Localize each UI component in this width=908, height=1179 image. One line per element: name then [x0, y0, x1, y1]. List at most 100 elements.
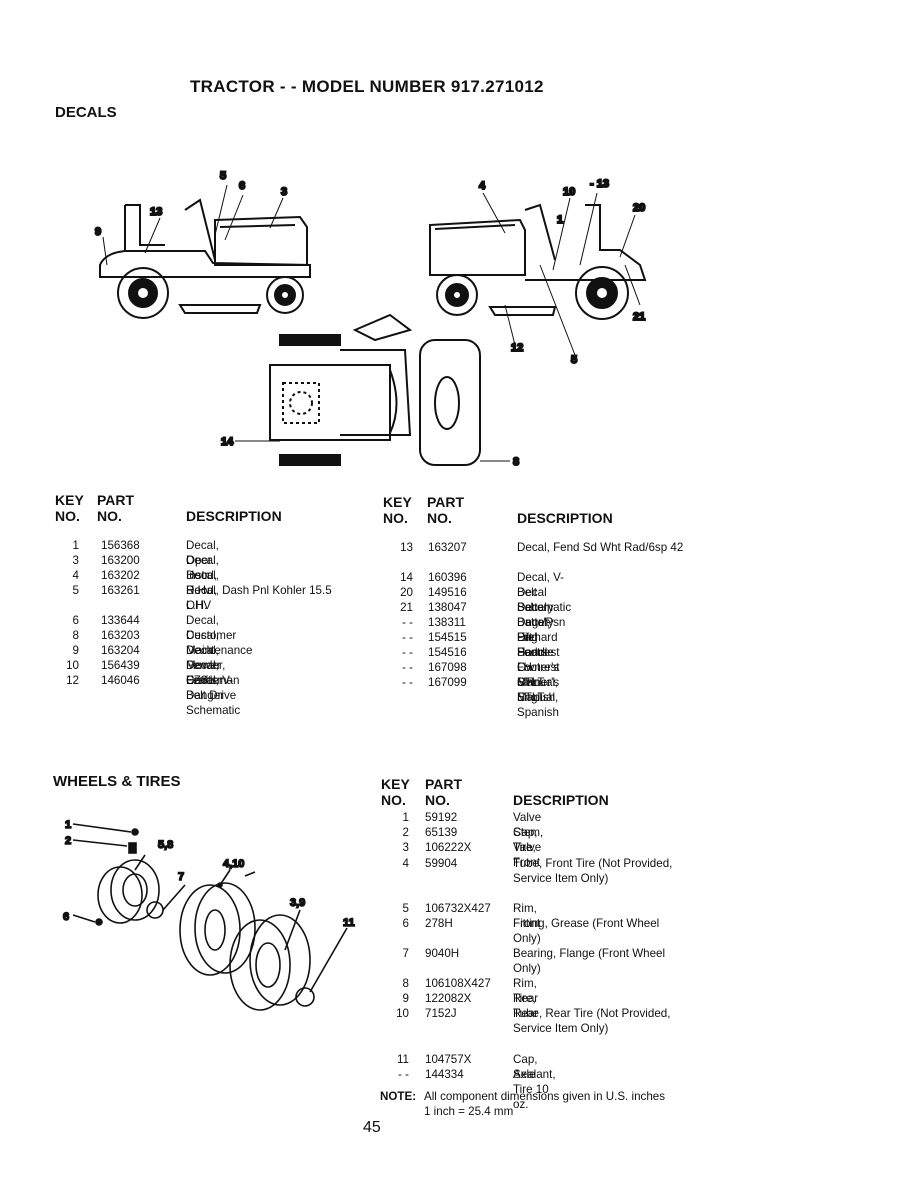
description: Tire, Front: [513, 841, 541, 869]
description: Cap, Axle: [513, 1053, 538, 1081]
page-number: 45: [363, 1119, 381, 1136]
description: Decal, Fender Danger: [186, 659, 225, 702]
part-no: 163261: [101, 584, 140, 597]
header-key: KEY: [383, 494, 412, 510]
part-no: 146046: [101, 674, 140, 687]
top-view-illustration: [235, 313, 510, 466]
diagram-label: 4: [479, 180, 486, 192]
part-no: 163204: [101, 644, 140, 657]
diagram-label: 2: [65, 835, 71, 847]
key-no: - -: [402, 646, 413, 659]
part-no: 156439: [101, 659, 140, 672]
description: Tube, Rear Tire (Not Provided, Service I…: [513, 1007, 671, 1035]
header-key-no: NO.: [55, 508, 80, 524]
part-no: 156368: [101, 539, 140, 552]
key-no: 3: [72, 554, 79, 567]
diagram-label: 6: [63, 911, 69, 923]
part-no: 163203: [101, 629, 140, 642]
part-no: 278H: [425, 917, 453, 930]
diagram-label: 5: [220, 170, 226, 182]
description: Decal, Fend Sd Wht Rad/6sp 42: [517, 541, 684, 554]
diagram-label: 11: [343, 917, 355, 929]
wheels-table: 1 59192 Valve Cap, Tire 2 65139 Stem, Va…: [381, 810, 701, 1111]
header-description: DESCRIPTION: [517, 510, 613, 526]
diagram-label: - 13: [590, 178, 609, 190]
part-no: 122082X: [425, 992, 472, 1005]
diagram-label: 10: [563, 186, 575, 198]
key-no: 14: [400, 571, 413, 584]
key-no: 11: [396, 1053, 409, 1066]
description: Fitting, Grease (Front Wheel Only): [513, 917, 660, 945]
key-no: 9: [402, 992, 409, 1005]
part-no: 65139: [425, 826, 458, 839]
description: Decal, Fender, Craftsman: [186, 644, 240, 687]
description: Decal, Dash Pnl Kohler 15.5 OHV: [186, 584, 332, 612]
description: Decal, Oper. Instr.: [186, 539, 219, 582]
diagram-label: 5,8: [158, 839, 173, 851]
part-no: 167098: [428, 661, 467, 674]
header-key: KEY: [381, 776, 410, 792]
key-no: - -: [402, 676, 413, 689]
diagram-label: 6: [239, 180, 245, 192]
diagram-label: 4,10: [223, 858, 244, 870]
description: Decal, Hood, L.H.: [186, 569, 219, 612]
key-no: - -: [402, 661, 413, 674]
part-no: 9040H: [425, 947, 460, 960]
header-part: PART: [425, 776, 463, 792]
header-part: PART: [427, 494, 465, 510]
key-no: - -: [402, 631, 413, 644]
key-no: 8: [72, 629, 79, 642]
description: Tire, Rear: [513, 992, 539, 1020]
key-no: 1: [72, 539, 79, 552]
description: Decal, V-Belt Schematic: [517, 571, 572, 614]
part-no: 163202: [101, 569, 140, 582]
part-no: 144334: [425, 1068, 464, 1081]
description: Pad Footrest LH STLT: [517, 631, 560, 689]
part-no: 160396: [428, 571, 467, 584]
description: Decal, Customer Maintenance: [186, 614, 253, 657]
header-part: PART: [97, 492, 135, 508]
diagram-label: 13: [150, 206, 162, 218]
wheels-tires-diagram: 1 2 5,8 4,10 7 3,9 6 11: [62, 818, 355, 1011]
part-no: 59192: [425, 811, 458, 824]
key-no: 7: [402, 947, 409, 960]
diagram-label: 7: [178, 871, 184, 883]
part-no: 138047: [428, 601, 467, 614]
key-no: 4: [402, 857, 409, 870]
description: Sealant, Tire 10 oz.: [513, 1068, 556, 1111]
decals-table-left: 1 156368 Decal, Oper. Instr. 3 163200 De…: [55, 538, 375, 717]
key-no: 13: [400, 541, 413, 554]
key-no: 9: [72, 644, 79, 657]
description: Valve Cap, Tire: [513, 811, 542, 854]
description: Decal, Lift Handle: [517, 616, 554, 659]
page-title: TRACTOR - - MODEL NUMBER 917.271012: [190, 77, 544, 96]
key-no: 6: [72, 614, 79, 627]
diagram-label: 9: [95, 226, 101, 238]
part-no: 7152J: [425, 1007, 457, 1020]
diagram-label: 14: [221, 436, 234, 448]
diagram-label: 5: [571, 354, 577, 366]
description: Rim, Rear: [513, 977, 539, 1005]
header-part-no: NO.: [427, 510, 452, 526]
description: Decal, Hood, R.H.: [186, 554, 219, 597]
diagram-label: 12: [511, 342, 523, 354]
part-no: 106108X427: [425, 977, 491, 990]
part-no: 133644: [101, 614, 140, 627]
description: Stem, Valve: [513, 826, 544, 854]
key-no: 6: [402, 917, 409, 930]
left-tractor-illustration: [99, 184, 311, 319]
description: Decal Battery Dngr/Psn Eng: [517, 586, 566, 644]
description: Owner's Manual, English: [517, 661, 560, 704]
key-no: - -: [398, 1068, 409, 1081]
tractor-decals-diagram: 5 6 3 13 9 4 10 - 13 1 20 21 12 5 14 8: [94, 169, 647, 469]
description: Rim, Front: [513, 902, 541, 930]
key-no: 10: [66, 659, 79, 672]
part-no: 154516: [428, 646, 467, 659]
key-no: 21: [400, 601, 413, 614]
description: Tube, Front Tire (Not Provided, Service …: [513, 857, 673, 885]
header-part-no: NO.: [97, 508, 122, 524]
part-no: 163207: [428, 541, 467, 554]
key-no: 10: [396, 1007, 409, 1020]
note-line-1: All component dimensions given in U.S. i…: [424, 1090, 666, 1103]
part-no: 149516: [428, 586, 467, 599]
